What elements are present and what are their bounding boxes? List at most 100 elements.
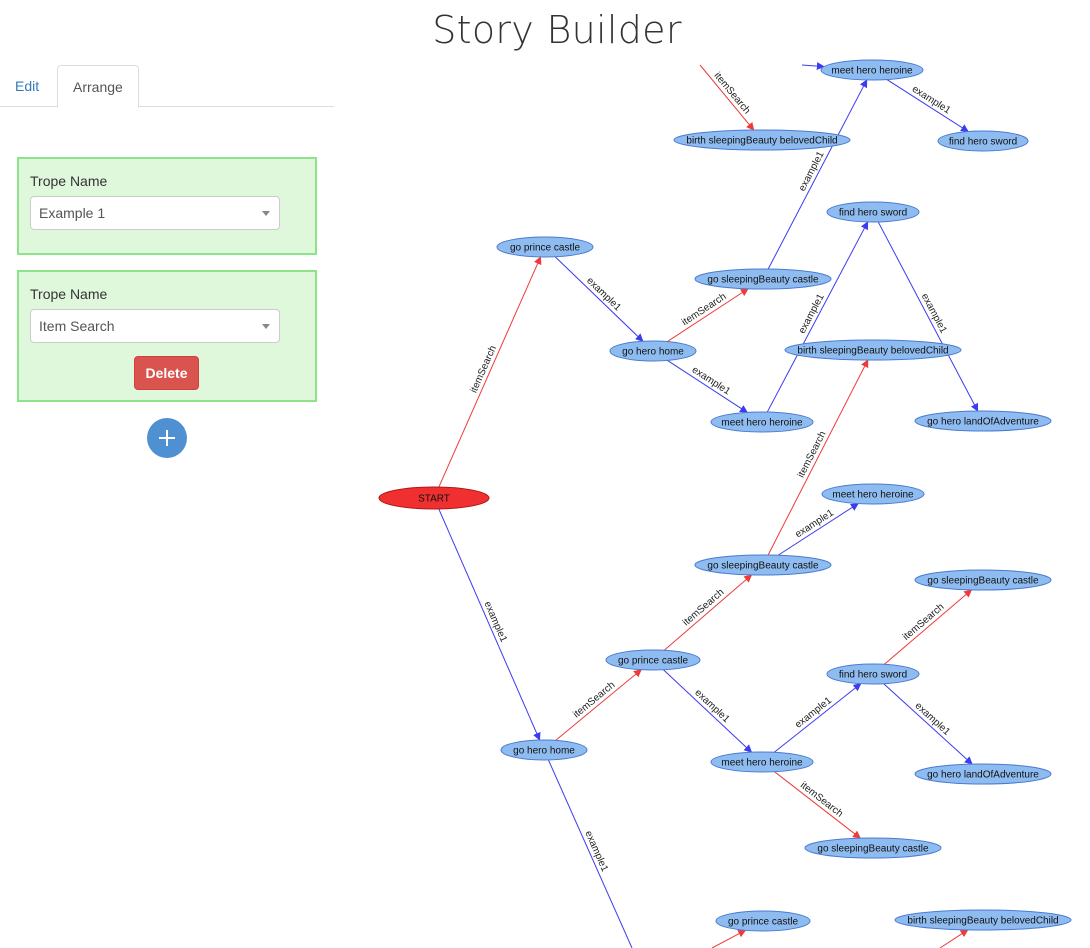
caret-down-icon xyxy=(262,211,270,216)
story-node[interactable]: birth sleepingBeauty belovedChild xyxy=(673,129,851,151)
graph-edge xyxy=(699,64,755,131)
graph-edge xyxy=(767,359,869,556)
graph-edge xyxy=(555,669,642,741)
graph-edge xyxy=(939,929,969,948)
trope-name-label: Trope Name xyxy=(30,286,108,302)
node-ellipse xyxy=(673,129,851,151)
node-ellipse xyxy=(378,486,490,510)
node-ellipse xyxy=(826,663,920,685)
story-node[interactable]: go hero landOfAdventure xyxy=(914,763,1052,785)
node-label: birth sleepingBeauty belovedChild xyxy=(686,136,837,147)
graph-edge xyxy=(883,683,973,765)
graph-edge xyxy=(667,359,748,413)
trope-card: Trope Name Item Search Delete xyxy=(17,270,317,402)
story-node[interactable]: go prince castle xyxy=(715,910,811,932)
tab-bar: Edit Arrange xyxy=(0,65,334,108)
story-node[interactable]: go hero landOfAdventure xyxy=(914,410,1052,432)
graph-edge xyxy=(767,79,868,270)
story-node[interactable]: go hero home xyxy=(609,340,697,362)
node-label: go hero landOfAdventure xyxy=(927,770,1039,781)
graph-edge xyxy=(884,589,973,665)
story-node[interactable]: meet hero heroine xyxy=(820,59,924,81)
node-ellipse xyxy=(496,236,594,258)
node-ellipse xyxy=(694,268,832,290)
story-node[interactable]: go sleepingBeauty castle xyxy=(914,569,1052,591)
story-node[interactable]: go sleepingBeauty castle xyxy=(694,554,832,576)
node-ellipse xyxy=(609,340,697,362)
story-node[interactable]: find hero sword xyxy=(937,130,1029,152)
node-label: meet hero heroine xyxy=(721,418,803,429)
graph-edge xyxy=(886,79,969,132)
node-label: go sleepingBeauty castle xyxy=(927,576,1039,587)
graph-edge xyxy=(773,683,862,753)
story-node[interactable]: go prince castle xyxy=(605,649,701,671)
delete-trope-button[interactable]: Delete xyxy=(134,356,199,390)
tab-arrange[interactable]: Arrange xyxy=(57,65,139,108)
node-label: meet hero heroine xyxy=(832,490,914,501)
edge-label: example1 xyxy=(910,84,953,117)
story-node[interactable]: meet hero heroine xyxy=(821,483,925,505)
plus-icon xyxy=(159,430,175,446)
node-ellipse xyxy=(804,837,942,859)
node-label: birth sleepingBeauty belovedChild xyxy=(797,346,948,357)
node-label: go hero home xyxy=(513,746,575,757)
story-node[interactable]: go hero home xyxy=(500,739,588,761)
graph-edge xyxy=(774,771,861,839)
node-ellipse xyxy=(914,410,1052,432)
story-node[interactable]: go prince castle xyxy=(496,236,594,258)
trope-name-select[interactable]: Example 1 xyxy=(30,196,280,230)
add-trope-button[interactable] xyxy=(147,418,187,458)
node-ellipse xyxy=(894,909,1072,931)
graph-edge xyxy=(438,256,542,488)
story-node[interactable]: meet hero heroine xyxy=(710,751,814,773)
edge-label: itemSearch xyxy=(712,70,753,116)
node-ellipse xyxy=(914,763,1052,785)
node-label: START xyxy=(418,494,450,505)
trope-name-label: Trope Name xyxy=(30,173,108,189)
node-label: meet hero heroine xyxy=(721,758,803,769)
node-label: find hero sword xyxy=(949,137,1017,148)
story-node[interactable]: birth sleepingBeauty belovedChild xyxy=(894,909,1072,931)
edge-label: example1 xyxy=(793,507,836,540)
graph-edge xyxy=(777,503,859,556)
node-ellipse xyxy=(710,751,814,773)
trope-name-select[interactable]: Item Search xyxy=(30,309,280,343)
graph-edge xyxy=(667,288,749,342)
edge-label: itemSearch xyxy=(796,430,829,480)
story-node[interactable]: go sleepingBeauty castle xyxy=(694,268,832,290)
edge-label: itemSearch xyxy=(571,680,617,721)
tab-edit[interactable]: Edit xyxy=(15,78,40,94)
node-ellipse xyxy=(826,201,920,223)
story-node[interactable]: find hero sword xyxy=(826,663,920,685)
start-node[interactable]: START xyxy=(378,486,490,510)
node-label: go hero home xyxy=(622,347,684,358)
story-node[interactable]: find hero sword xyxy=(826,201,920,223)
trope-name-select-value: Example 1 xyxy=(39,205,106,221)
page-title: Story Builder xyxy=(432,8,682,52)
node-label: go prince castle xyxy=(728,917,798,928)
edge-label: itemSearch xyxy=(798,780,845,820)
story-node[interactable]: birth sleepingBeauty belovedChild xyxy=(784,339,962,361)
edge-label: example1 xyxy=(797,292,827,336)
node-ellipse xyxy=(715,910,811,932)
edge-label: example1 xyxy=(584,275,623,313)
node-ellipse xyxy=(500,739,588,761)
graph-edge xyxy=(438,508,541,741)
node-label: go prince castle xyxy=(510,243,580,254)
graph-edge xyxy=(547,759,633,948)
node-ellipse xyxy=(710,411,814,433)
story-node[interactable]: go sleepingBeauty castle xyxy=(804,837,942,859)
trope-name-select-value: Item Search xyxy=(39,318,115,334)
story-node[interactable]: meet hero heroine xyxy=(710,411,814,433)
trope-card: Trope Name Example 1 xyxy=(17,157,317,255)
edge-label: example1 xyxy=(793,695,834,731)
edge-label: itemSearch xyxy=(680,291,728,328)
node-label: meet hero heroine xyxy=(831,66,913,77)
edge-label: example1 xyxy=(913,700,953,738)
node-label: go hero landOfAdventure xyxy=(927,417,1039,428)
edge-label: example1 xyxy=(797,149,827,193)
node-ellipse xyxy=(694,554,832,576)
node-label: find hero sword xyxy=(839,208,907,219)
graph-edge xyxy=(663,574,753,651)
